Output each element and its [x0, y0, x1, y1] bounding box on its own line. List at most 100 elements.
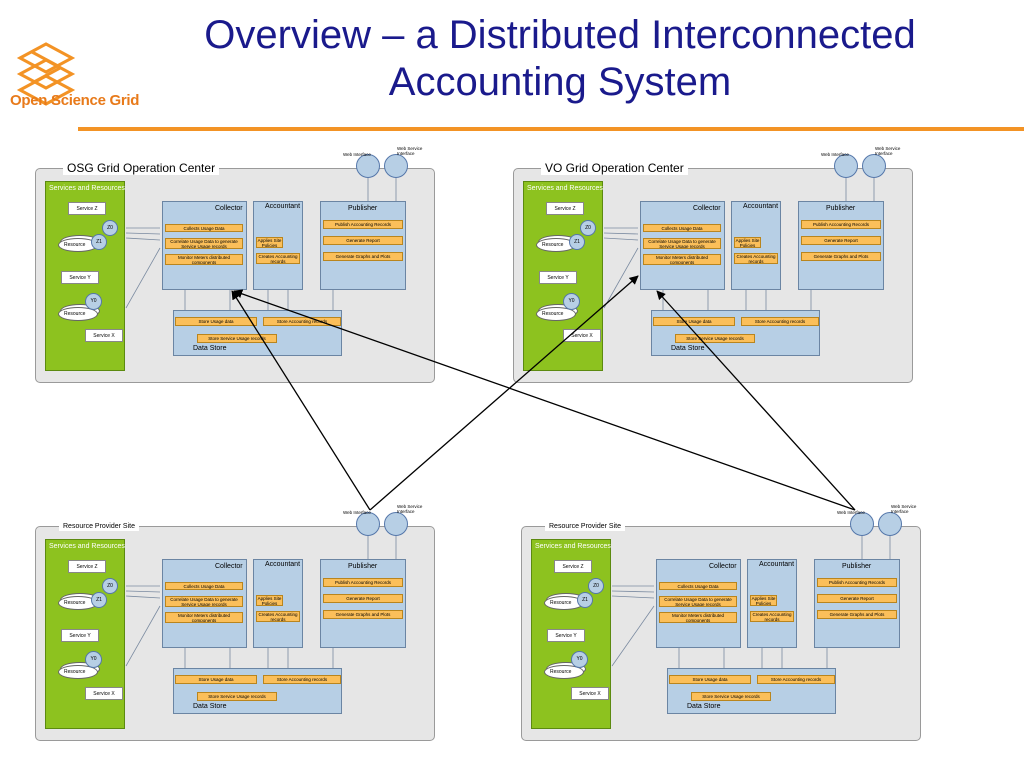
node-z0: Z0	[102, 578, 118, 594]
datastore-title: Data Store	[193, 703, 227, 710]
web-interface-icon	[850, 512, 874, 536]
datastore-item: Store Service Usage records	[691, 692, 771, 701]
site-label: OSG Grid Operation Center	[63, 161, 220, 175]
collector-title: Collector	[709, 563, 737, 570]
accountant-item: Applies Site Policies	[256, 595, 283, 606]
node-z1: Z1	[91, 592, 107, 608]
collector-item: Monitor Meters distributed components	[165, 254, 243, 265]
web-interface-label: Web Interface	[343, 510, 371, 515]
services-title: Services and Resources	[49, 543, 125, 550]
collector-title: Collector	[693, 205, 721, 212]
web-service-interface-label: Web Service Interface	[397, 504, 423, 514]
accountant-title: Accountant	[759, 561, 795, 568]
datastore-item: Store Accounting records	[741, 317, 819, 326]
datastore-title: Data Store	[671, 345, 705, 352]
web-service-interface-icon	[384, 154, 408, 178]
web-service-interface-icon	[878, 512, 902, 536]
service-z-box: Service Z	[554, 560, 592, 573]
accountant-title: Accountant	[265, 561, 301, 568]
accountant-item: Applies Site Policies	[750, 595, 777, 606]
collector-item: Correlate Usage Data to generate Service…	[165, 238, 243, 249]
web-service-interface-icon	[384, 512, 408, 536]
node-z1: Z1	[577, 592, 593, 608]
datastore-item: Store Accounting records	[263, 317, 341, 326]
site-label: Resource Provider Site	[59, 522, 139, 531]
datastore-item: Store Usage data	[175, 317, 257, 326]
title-line-1: Overview – a Distributed Interconnected	[204, 13, 916, 57]
datastore-title: Data Store	[193, 345, 227, 352]
publisher-title: Publisher	[348, 205, 378, 212]
publisher-panel	[814, 559, 900, 648]
accountant-item: Creates Accounting records	[734, 253, 778, 264]
web-interface-label: Web Interface	[343, 152, 371, 157]
node-z1: Z1	[569, 234, 585, 250]
service-x-box: Service X	[85, 329, 123, 342]
service-y-box: Service Y	[61, 271, 99, 284]
collector-item: Monitor Meters distributed components	[165, 612, 243, 623]
resource-ellipse: Resource	[58, 665, 98, 679]
service-z-box: Service Z	[68, 202, 106, 215]
datastore-title: Data Store	[687, 703, 721, 710]
publisher-item: Publish Accounting Records	[801, 220, 881, 229]
collector-item: Collects Usage Data	[165, 582, 243, 590]
logo-text: Open Science Grid	[10, 92, 140, 109]
page-title: Overview – a Distributed Interconnected …	[150, 12, 970, 106]
service-x-box: Service X	[85, 687, 123, 700]
service-y-box: Service Y	[547, 629, 585, 642]
publisher-item: Generate Graphs and Plots	[801, 252, 881, 261]
services-title: Services and Resources	[535, 543, 611, 550]
collector-title: Collector	[215, 563, 243, 570]
service-z-box: Service Z	[68, 560, 106, 573]
datastore-item: Store Usage data	[669, 675, 751, 684]
publisher-title: Publisher	[842, 563, 872, 570]
web-interface-icon	[834, 154, 858, 178]
accountant-item: Creates Accounting records	[256, 253, 300, 264]
service-x-box: Service X	[571, 687, 609, 700]
accountant-title: Accountant	[743, 203, 779, 210]
service-x-box: Service X	[563, 329, 601, 342]
publisher-item: Generate Graphs and Plots	[323, 252, 403, 261]
datastore-item: Store Service Usage records	[197, 692, 277, 701]
accountant-title: Accountant	[265, 203, 301, 210]
datastore-item: Store Service Usage records	[675, 334, 755, 343]
node-z0: Z0	[580, 220, 596, 236]
node-y0: Y0	[85, 293, 102, 310]
node-y0: Y0	[85, 651, 102, 668]
publisher-title: Publisher	[826, 205, 856, 212]
web-interface-label: Web Interface	[837, 510, 865, 515]
collector-item: Monitor Meters distributed components	[659, 612, 737, 623]
publisher-item: Publish Accounting Records	[817, 578, 897, 587]
service-y-box: Service Y	[61, 629, 99, 642]
publisher-item: Generate Graphs and Plots	[323, 610, 403, 619]
accountant-item: Creates Accounting records	[750, 611, 794, 622]
publisher-panel	[320, 201, 406, 290]
web-service-interface-label: Web Service Interface	[875, 146, 901, 156]
web-service-interface-label: Web Service Interface	[397, 146, 423, 156]
node-z0: Z0	[102, 220, 118, 236]
site-label: Resource Provider Site	[545, 522, 625, 531]
services-title: Services and Resources	[49, 185, 125, 192]
accountant-item: Applies Site Policies	[256, 237, 283, 248]
service-z-box: Service Z	[546, 202, 584, 215]
web-interface-icon	[356, 154, 380, 178]
datastore-item: Store Usage data	[175, 675, 257, 684]
site-label: VO Grid Operation Center	[541, 161, 688, 175]
resource-ellipse: Resource	[544, 665, 584, 679]
resource-ellipse: Resource	[58, 307, 98, 321]
collector-item: Monitor Meters distributed components	[643, 254, 721, 265]
web-service-interface-icon	[862, 154, 886, 178]
web-interface-icon	[356, 512, 380, 536]
node-y0: Y0	[563, 293, 580, 310]
accountant-item: Creates Accounting records	[256, 611, 300, 622]
publisher-panel	[798, 201, 884, 290]
title-divider	[78, 127, 1024, 131]
web-service-interface-label: Web Service Interface	[891, 504, 917, 514]
publisher-item: Generate Report	[801, 236, 881, 245]
collector-title: Collector	[215, 205, 243, 212]
datastore-item: Store Usage data	[653, 317, 735, 326]
collector-item: Correlate Usage Data to generate Service…	[165, 596, 243, 607]
